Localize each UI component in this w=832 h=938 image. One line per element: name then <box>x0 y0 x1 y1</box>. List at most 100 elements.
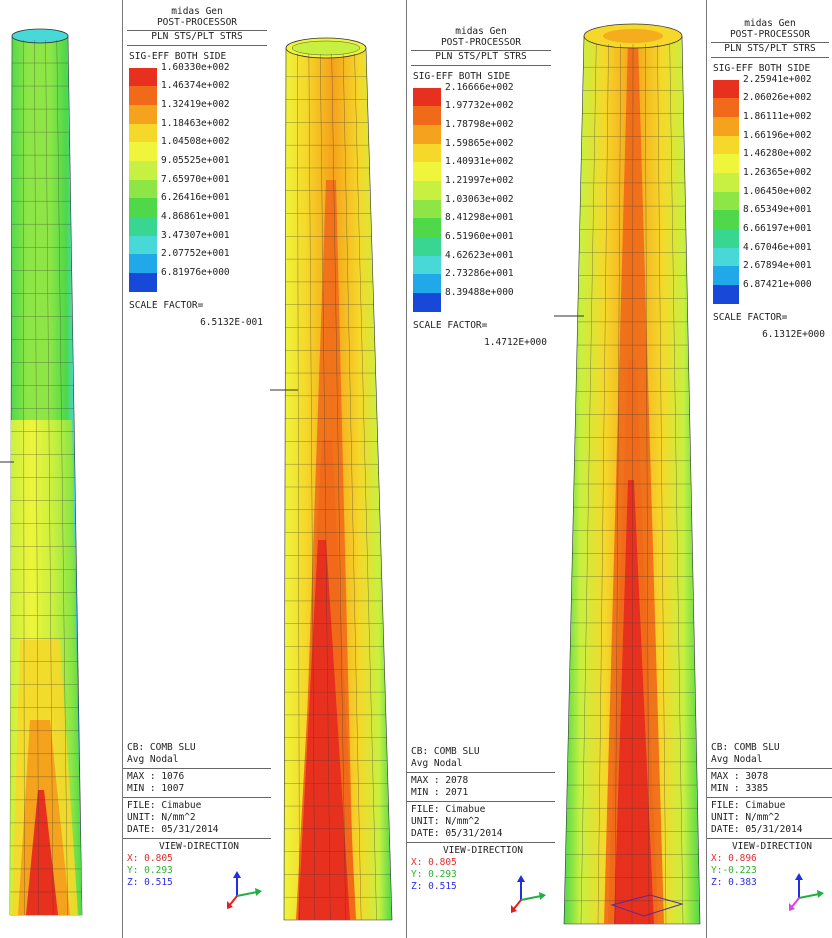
scale-value: 8.39488e+000 <box>445 287 514 299</box>
scale-swatch <box>129 123 157 143</box>
scale-swatch <box>129 235 157 255</box>
scale-value: 1.46280e+002 <box>743 148 812 160</box>
scale-value: 9.05525e+001 <box>161 154 230 166</box>
scale-swatch <box>413 162 441 181</box>
result-component: SIG-EFF BOTH SIDE <box>713 63 811 74</box>
avg-label: Avg Nodal <box>411 758 463 769</box>
scale-swatch <box>129 104 157 124</box>
file-label: FILE: Cimabue <box>127 800 202 811</box>
view-direction-label: VIEW-DIRECTION <box>158 841 240 852</box>
scale-swatch <box>413 106 441 125</box>
scale-swatch <box>413 237 441 256</box>
legend-panel-2: midas Gen POST-PROCESSOR PLN STS/PLT STR… <box>406 0 555 938</box>
unit-label: UNIT: N/mm^2 <box>411 816 480 827</box>
min-label: MIN : 2071 <box>411 787 469 798</box>
tower-contour-3 <box>554 23 701 925</box>
scale-swatch <box>713 154 739 173</box>
scale-swatch <box>129 273 157 292</box>
combo-label: CB: COMB SLU <box>711 742 780 753</box>
date-label: DATE: 05/31/2014 <box>711 824 803 835</box>
scale-value: 1.40931e+002 <box>445 156 514 168</box>
scale-value: 2.25941e+002 <box>743 73 812 85</box>
scale-swatch <box>413 143 441 163</box>
scale-value: 4.86861e+001 <box>161 211 230 222</box>
scale-value: 1.03063e+002 <box>445 193 514 205</box>
scale-swatch <box>413 293 441 312</box>
info-block-2: CB: COMB SLU Avg Nodal MAX : 2078 MIN : … <box>407 746 555 913</box>
file-label: FILE: Cimabue <box>711 800 786 811</box>
scale-value: 3.47307e+001 <box>161 229 230 241</box>
scale-value: 1.32419e+002 <box>161 98 230 110</box>
scale-swatch <box>713 172 739 192</box>
view-y: Y: 0.293 <box>411 869 457 880</box>
scale-swatch <box>413 255 441 275</box>
result-type: PLN STS/PLT STRS <box>435 51 527 62</box>
scale-value: 2.06026e+002 <box>743 92 812 104</box>
scale-value: 1.59865e+002 <box>445 137 514 149</box>
mesh-grid <box>564 43 700 925</box>
scale-swatch <box>713 247 739 267</box>
scale-value: 1.04508e+002 <box>161 136 230 148</box>
scale-swatch <box>713 98 739 117</box>
max-label: MAX : 3078 <box>711 771 769 782</box>
legend-header: midas Gen POST-PROCESSOR <box>123 6 271 28</box>
scale-swatch <box>713 135 739 155</box>
scale-swatch <box>713 191 739 211</box>
scale-value: 2.73286e+001 <box>445 268 514 280</box>
info-block-3: CB: COMB SLU Avg Nodal MAX : 3078 MIN : … <box>707 742 832 911</box>
view-y: Y: 0.293 <box>127 865 173 876</box>
file-label: FILE: Cimabue <box>411 804 486 815</box>
max-label: MAX : 1076 <box>127 771 185 782</box>
scale-swatch <box>713 116 739 136</box>
scale-value: 6.26416e+001 <box>161 192 230 204</box>
legend-panel-3: midas Gen POST-PROCESSOR PLN STS/PLT STR… <box>706 0 832 938</box>
scale-value: 4.62623e+001 <box>445 249 514 261</box>
scale-value: 7.65970e+001 <box>161 173 230 185</box>
scale-value: 2.16666e+002 <box>445 81 514 93</box>
scale-value: 2.67894e+001 <box>743 260 812 272</box>
scale-factor-label: SCALE FACTOR= <box>129 299 204 311</box>
scale-swatch <box>129 179 157 199</box>
scale-value: 2.07752e+001 <box>161 248 230 260</box>
date-label: DATE: 05/31/2014 <box>127 824 219 835</box>
scale-value: 6.66197e+001 <box>743 223 812 234</box>
scale-value: 1.18463e+002 <box>161 117 230 129</box>
module-name: POST-PROCESSOR <box>156 17 238 28</box>
view-z: Z: 0.515 <box>411 881 457 892</box>
tower-model-3[interactable] <box>554 0 706 938</box>
color-swatches <box>413 87 441 312</box>
view-x: X: 0.805 <box>127 853 173 864</box>
scale-swatch <box>413 124 441 144</box>
max-label: MAX : 2078 <box>411 775 469 786</box>
app-name: midas Gen <box>171 6 223 17</box>
scale-swatch <box>413 218 441 237</box>
avg-label: Avg Nodal <box>711 754 763 765</box>
scale-factor-value: 6.1312E+000 <box>762 329 825 340</box>
tower-model-1[interactable] <box>0 0 122 938</box>
scale-swatch <box>129 142 157 161</box>
panel-3: midas Gen POST-PROCESSOR PLN STS/PLT STR… <box>554 0 832 938</box>
scale-value: 8.65349e+001 <box>743 204 812 216</box>
tower-model-2[interactable] <box>270 0 406 938</box>
scale-value: 1.46374e+002 <box>161 80 230 92</box>
info-block-1: CB: COMB SLU Avg Nodal MAX : 1076 MIN : … <box>123 742 271 909</box>
scale-value: 6.51960e+001 <box>445 231 514 242</box>
scale-swatch <box>129 254 157 274</box>
mesh-grid <box>10 39 82 916</box>
scale-swatch <box>713 229 739 248</box>
scale-factor-value: 1.4712E+000 <box>484 337 547 348</box>
view-z: Z: 0.515 <box>127 877 173 888</box>
mesh-grid <box>284 53 392 921</box>
min-label: MIN : 3385 <box>711 783 769 794</box>
combo-label: CB: COMB SLU <box>411 746 480 757</box>
result-type: PLN STS/PLT STRS <box>724 43 816 54</box>
tower-contour-2 <box>270 37 393 921</box>
legend-panel-1: midas Gen POST-PROCESSOR PLN STS/PLT STR… <box>122 0 271 938</box>
axis-triad-icon <box>511 875 546 913</box>
axis-triad-icon <box>789 873 824 911</box>
avg-label: Avg Nodal <box>127 754 179 765</box>
